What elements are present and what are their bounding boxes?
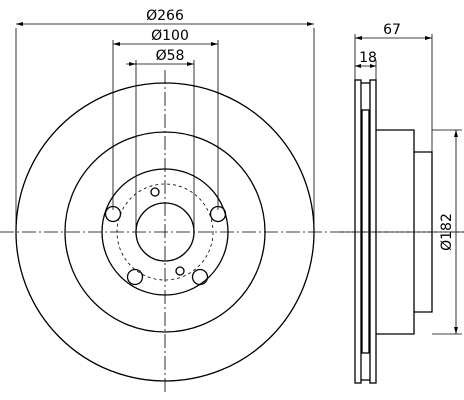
dimension-total-height: 67: [354, 22, 433, 152]
dimension-hat-diameter: Ø182: [432, 129, 462, 335]
total-height-label: 67: [383, 22, 401, 38]
disc-thickness-label: 18: [359, 50, 377, 66]
dimension-center-bore-diameter: Ø58: [126, 48, 195, 232]
outer-diameter-label: Ø266: [146, 8, 184, 24]
locating-pin-hole: [150, 187, 160, 197]
lug-hole: [191, 268, 209, 286]
hat-diameter-label: Ø182: [439, 213, 455, 251]
dimension-bolt-circle-diameter: Ø100: [112, 28, 219, 210]
side-view: [340, 79, 464, 384]
friction-ring-inboard: [369, 79, 377, 384]
lug-hole: [126, 268, 144, 286]
dimension-outer-diameter: Ø266: [15, 8, 315, 232]
center-bore-diameter-label: Ø58: [156, 48, 185, 64]
bolt-circle-diameter-label: Ø100: [151, 28, 189, 44]
friction-ring-outboard: [354, 79, 362, 384]
front-view: [0, 70, 464, 395]
dimension-disc-thickness: 18: [355, 50, 377, 80]
locating-pin-hole: [175, 266, 185, 276]
